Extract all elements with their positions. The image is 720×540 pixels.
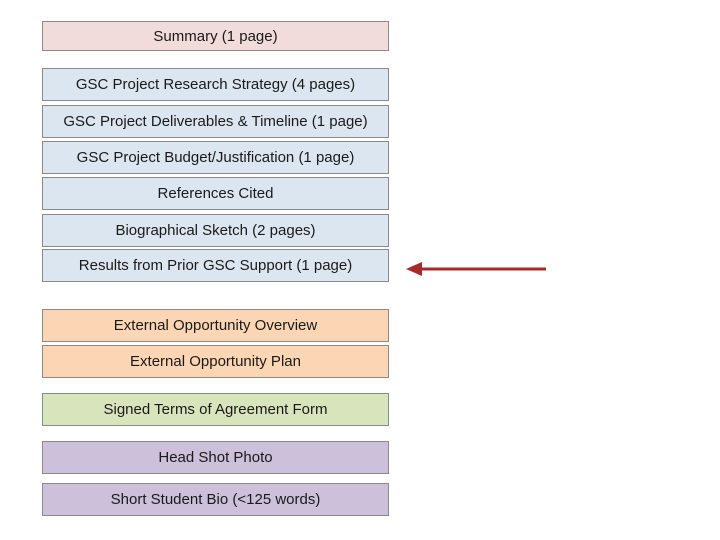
section-box-external-overview: External Opportunity Overview: [42, 309, 389, 342]
section-label: Summary (1 page): [153, 27, 278, 45]
section-label: Results from Prior GSC Support (1 page): [78, 257, 353, 274]
section-box-deliverables-timeline: GSC Project Deliverables & Timeline (1 p…: [42, 105, 389, 138]
section-label: Biographical Sketch (2 pages): [115, 222, 316, 239]
section-label: External Opportunity Plan: [130, 353, 301, 370]
section-label: Head Shot Photo: [158, 449, 273, 466]
section-box-research-strategy: GSC Project Research Strategy (4 pages): [42, 68, 389, 101]
section-box-external-plan: External Opportunity Plan: [42, 345, 389, 378]
section-box-budget-justification: GSC Project Budget/Justification (1 page…: [42, 141, 389, 174]
section-box-terms-agreement: Signed Terms of Agreement Form: [42, 393, 389, 426]
section-box-prior-support: Results from Prior GSC Support (1 page): [42, 249, 389, 282]
section-label: External Opportunity Overview: [113, 317, 318, 334]
section-box-student-bio: Short Student Bio (<125 words): [42, 483, 389, 516]
section-label: GSC Project Research Strategy (4 pages): [75, 76, 356, 93]
section-label: Signed Terms of Agreement Form: [103, 401, 328, 418]
section-box-references-cited: References Cited: [42, 177, 389, 210]
section-label: GSC Project Deliverables & Timeline (1 p…: [63, 113, 368, 130]
section-box-head-shot: Head Shot Photo: [42, 441, 389, 474]
left-arrow-icon: [406, 262, 546, 276]
arrow-head: [406, 262, 422, 276]
section-box-biographical-sketch: Biographical Sketch (2 pages): [42, 214, 389, 247]
section-label: Short Student Bio (<125 words): [110, 491, 321, 508]
section-label: GSC Project Budget/Justification (1 page…: [76, 149, 355, 166]
section-label: References Cited: [157, 185, 274, 202]
section-box-summary: Summary (1 page): [42, 21, 389, 51]
